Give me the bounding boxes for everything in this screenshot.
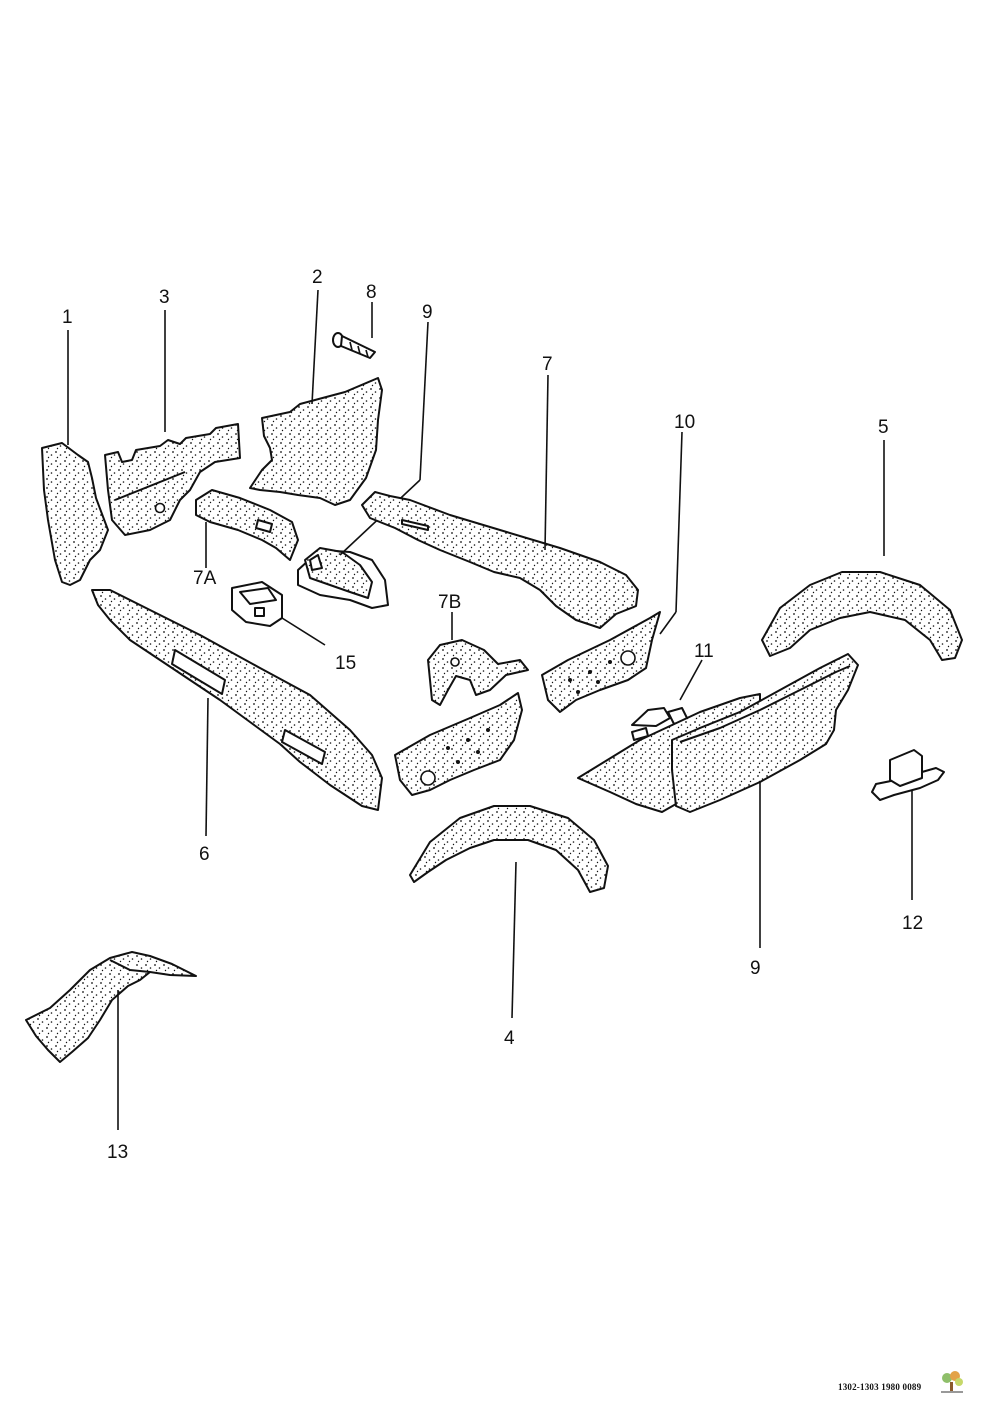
- callout-12: 11: [694, 641, 714, 662]
- part-11-housing: 9: [577, 653, 859, 979]
- part-15-clip: 15: [231, 581, 356, 674]
- callout-13: 12: [902, 913, 923, 934]
- part-1-panel: 1: [41, 307, 109, 586]
- part-7a-cover: 7A: [193, 489, 299, 589]
- callout-9: 9: [422, 302, 433, 323]
- part-14-bracket: 13: [25, 951, 197, 1163]
- part-8-screw: 8: [332, 282, 377, 359]
- callout-5: 5: [878, 417, 889, 438]
- callout-14: 13: [107, 1142, 128, 1163]
- callout-7a: 7A: [193, 568, 217, 589]
- part-5-fender: 5: [761, 417, 963, 661]
- part-3-panel: 3: [104, 287, 241, 536]
- part-7b-bracket: 7B: [427, 592, 529, 706]
- callout-15: 15: [335, 653, 356, 674]
- callout-10: 10: [674, 412, 695, 433]
- callout-4: 4: [504, 1028, 515, 1049]
- part-13-clip: 12: [871, 749, 945, 934]
- part-6-rail: 6: [91, 589, 383, 865]
- tree-logo-icon: [941, 1371, 963, 1393]
- callout-1: 1: [62, 307, 73, 328]
- part-7b-plate: [394, 692, 523, 796]
- part-2-panel: 2: [249, 267, 383, 506]
- callout-7b: 7B: [438, 592, 461, 613]
- footer-code: 1302-1303 1980 0089: [838, 1382, 922, 1392]
- callout-3: 3: [159, 287, 170, 308]
- callout-11: 9: [750, 958, 761, 979]
- part-7-rail: 7: [361, 354, 639, 629]
- part-4-fender: 4: [409, 805, 609, 1049]
- part-10-plate: 10: [541, 412, 695, 713]
- callout-6: 6: [199, 844, 210, 865]
- callout-7: 7: [542, 354, 553, 375]
- part-12-clip: 11: [631, 641, 714, 741]
- callout-8: 8: [366, 282, 377, 303]
- callout-2: 2: [312, 267, 323, 288]
